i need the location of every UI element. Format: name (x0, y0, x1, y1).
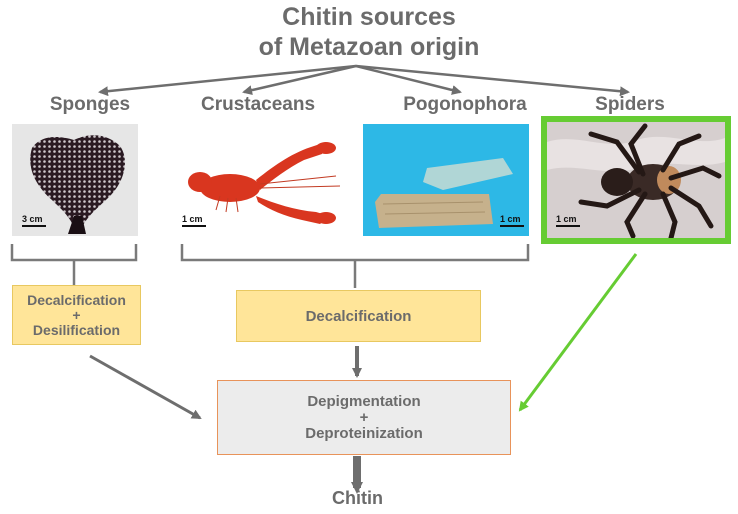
sponge-to-common-arrow (89, 354, 202, 420)
crustaceans-label: Crustaceans (200, 94, 316, 115)
pogonophora-label: Pogonophora (403, 94, 527, 115)
diagram-title-line2: of Metazoan origin (258, 33, 480, 61)
spider-scale-bar: 1 cm (556, 214, 580, 227)
spiders-label: Spiders (595, 94, 665, 115)
pogonophora-scale-bar: 1 cm (500, 214, 524, 227)
decalcification-box: Decalcification (236, 290, 481, 342)
common-step-line1: Depigmentation (307, 392, 421, 410)
spider-photo (547, 122, 725, 241)
decalcification-label: Decalcification (305, 307, 412, 325)
diagram-title-line1: Chitin sources (282, 3, 456, 31)
chitin-result-label: Chitin (332, 488, 383, 508)
spider-photo-highlight (541, 116, 731, 244)
sponge-scale-bar: 3 cm (22, 214, 46, 227)
sponge-step-line1: Decalcification (27, 291, 126, 308)
depigmentation-deproteinization-box: Depigmentation + Deproteinization (217, 380, 511, 455)
sponge-treatment-box: Decalcification + Desilification (12, 285, 141, 345)
sponge-step-plus: + (72, 306, 81, 323)
title-fanout-arrows (98, 64, 630, 97)
sponge-photo (12, 124, 138, 236)
common-step-plus: + (359, 408, 369, 426)
common-step-line3: Deproteinization (305, 424, 423, 442)
crustacean-photo (176, 124, 344, 236)
pogonophora-photo (363, 124, 529, 236)
sponge-step-line3: Desilification (32, 321, 121, 338)
sponges-label: Sponges (49, 94, 131, 115)
crustacean-scale-bar: 1 cm (182, 214, 206, 227)
spider-to-common-arrow (518, 253, 638, 412)
grouping-brackets (10, 244, 530, 288)
